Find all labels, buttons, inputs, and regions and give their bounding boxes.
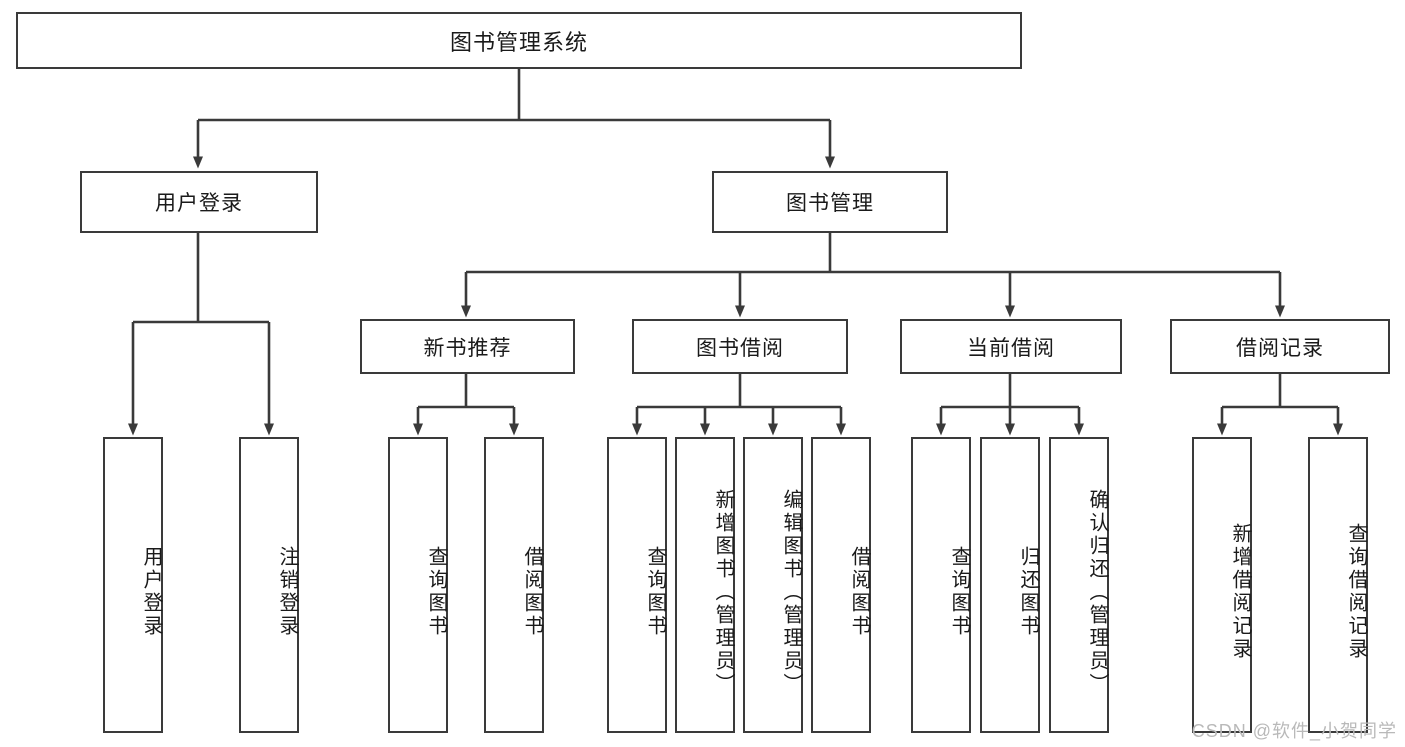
leaf-label: 借阅图书 bbox=[521, 546, 543, 638]
leaf-label: 注销登录 bbox=[276, 546, 298, 638]
csdn-watermark: CSDN @软件_小贺同学 bbox=[1191, 721, 1397, 741]
leaf-label: 借阅图书 bbox=[848, 546, 870, 638]
node-current-borrowing[interactable]: 当前借阅 bbox=[900, 319, 1122, 374]
node-root-book-management-system[interactable]: 图书管理系统 bbox=[16, 12, 1022, 69]
leaf-confirm-return-admin[interactable]: 确认归还（管理员） bbox=[1049, 437, 1109, 733]
leaf-label: 确认归还（管理员） bbox=[1086, 488, 1108, 696]
node-book-management[interactable]: 图书管理 bbox=[712, 171, 948, 233]
leaf-label: 查询借阅记录 bbox=[1345, 523, 1367, 661]
node-book-borrowing[interactable]: 图书借阅 bbox=[632, 319, 848, 374]
leaf-user-login[interactable]: 用户登录 bbox=[103, 437, 163, 733]
leaf-label: 编辑图书（管理员） bbox=[780, 488, 802, 696]
node-user-login[interactable]: 用户登录 bbox=[80, 171, 318, 233]
leaf-label: 新增图书（管理员） bbox=[712, 488, 734, 696]
leaf-label: 查询图书 bbox=[425, 546, 447, 638]
leaf-label: 新增借阅记录 bbox=[1229, 523, 1251, 661]
leaf-query-books-current[interactable]: 查询图书 bbox=[911, 437, 971, 733]
leaf-return-books[interactable]: 归还图书 bbox=[980, 437, 1040, 733]
leaf-borrow-books[interactable]: 借阅图书 bbox=[811, 437, 871, 733]
leaf-query-borrow-record[interactable]: 查询借阅记录 bbox=[1308, 437, 1368, 733]
leaf-query-books-recommend[interactable]: 查询图书 bbox=[388, 437, 448, 733]
leaf-borrow-books-recommend[interactable]: 借阅图书 bbox=[484, 437, 544, 733]
leaf-edit-book-admin[interactable]: 编辑图书（管理员） bbox=[743, 437, 803, 733]
node-borrow-record[interactable]: 借阅记录 bbox=[1170, 319, 1390, 374]
leaf-label: 归还图书 bbox=[1017, 546, 1039, 638]
leaf-add-borrow-record[interactable]: 新增借阅记录 bbox=[1192, 437, 1252, 733]
leaf-label: 用户登录 bbox=[140, 546, 162, 638]
leaf-label: 查询图书 bbox=[644, 546, 666, 638]
leaf-add-book-admin[interactable]: 新增图书（管理员） bbox=[675, 437, 735, 733]
leaf-query-books-borrow[interactable]: 查询图书 bbox=[607, 437, 667, 733]
node-new-book-recommendation[interactable]: 新书推荐 bbox=[360, 319, 575, 374]
leaf-label: 查询图书 bbox=[948, 546, 970, 638]
leaf-logout[interactable]: 注销登录 bbox=[239, 437, 299, 733]
